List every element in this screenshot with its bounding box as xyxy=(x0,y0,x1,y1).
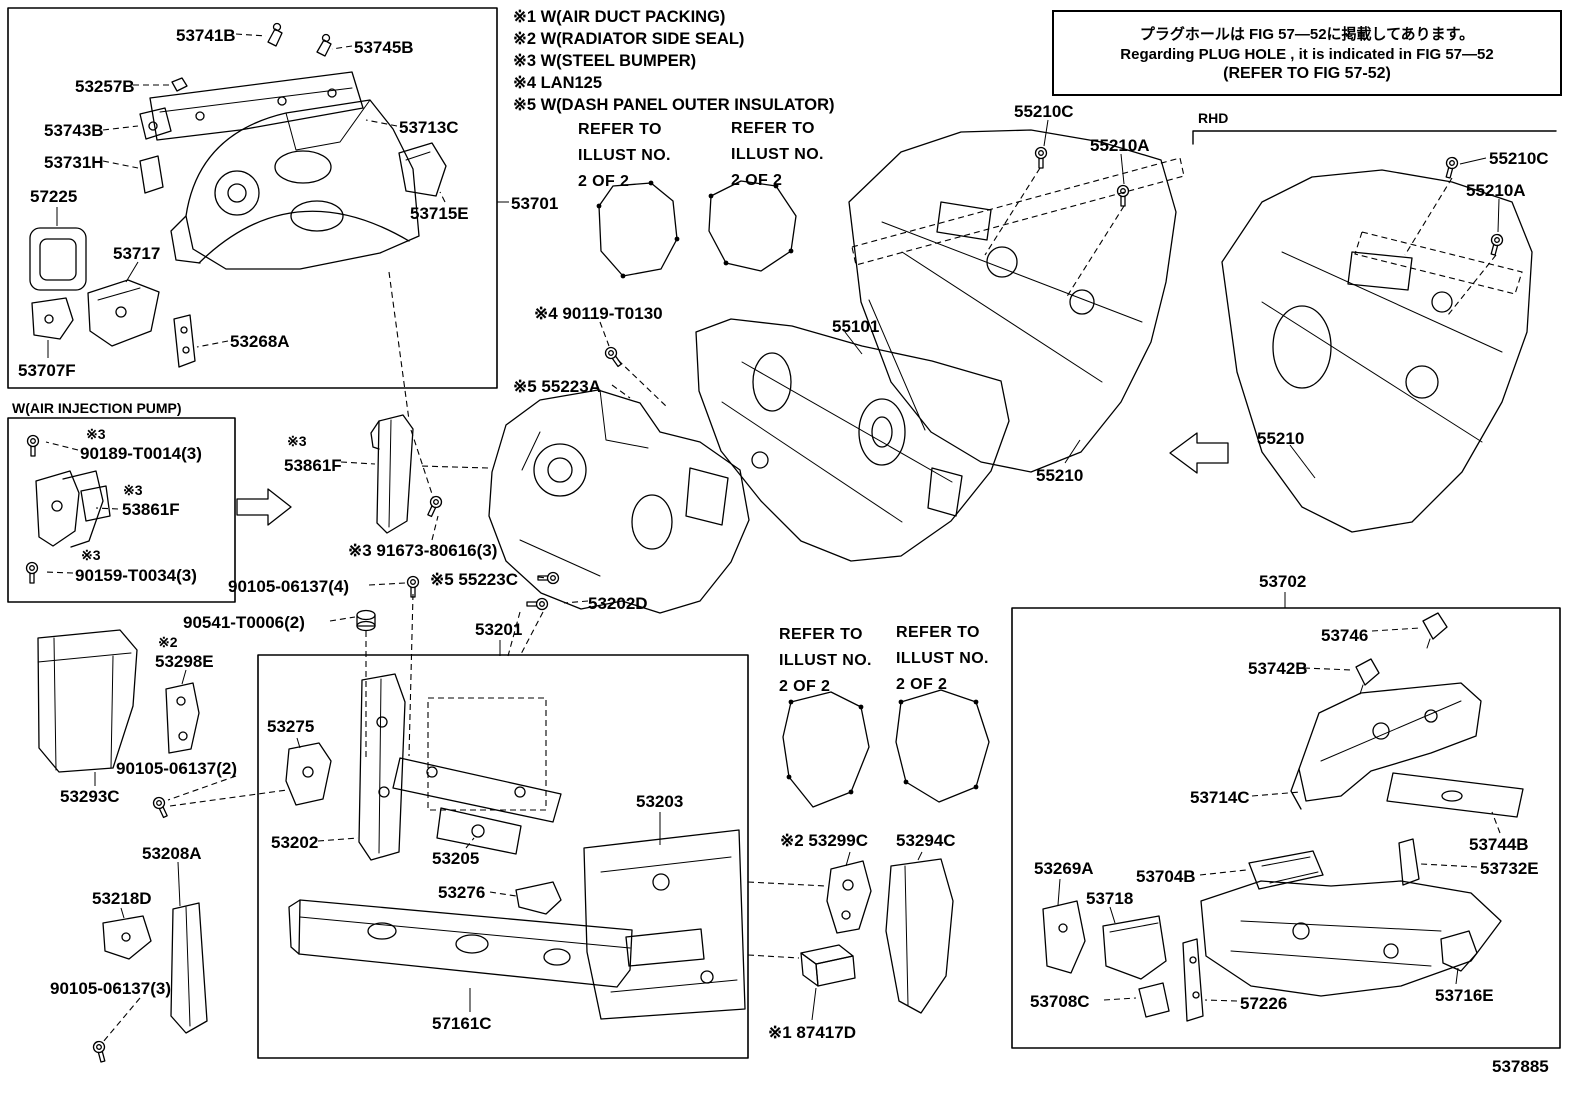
plug-hole-info-box: プラグホールは FIG 57—52に掲載してあります。 Regarding PL… xyxy=(1052,10,1562,96)
legend-note: ※4 LAN125 xyxy=(513,74,603,92)
legend-note: ※1 W(AIR DUCT PACKING) xyxy=(513,8,726,26)
radiator-support-box xyxy=(257,654,749,1059)
air-injection-pump-box xyxy=(7,417,236,603)
legend-note: ※5 W(DASH PANEL OUTER INSULATOR) xyxy=(513,96,835,114)
info-line-japanese: プラグホールは FIG 57—52に掲載してあります。 xyxy=(1139,26,1475,43)
arrow-right-icon xyxy=(236,488,292,526)
info-line-refer: (REFER TO FIG 57-52) xyxy=(1223,65,1391,82)
rh-apron-box xyxy=(1011,607,1561,1049)
fender-apron-box xyxy=(7,7,498,389)
rhd-bracket-line xyxy=(1192,130,1557,145)
legend-notes: ※1 W(AIR DUCT PACKING) ※2 W(RADIATOR SIDE… xyxy=(513,6,835,116)
arrow-left-icon xyxy=(1169,432,1229,474)
legend-note: ※3 W(STEEL BUMPER) xyxy=(513,52,697,70)
info-line-english: Regarding PLUG HOLE , it is indicated in… xyxy=(1120,46,1494,63)
legend-note: ※2 W(RADIATOR SIDE SEAL) xyxy=(513,30,745,48)
